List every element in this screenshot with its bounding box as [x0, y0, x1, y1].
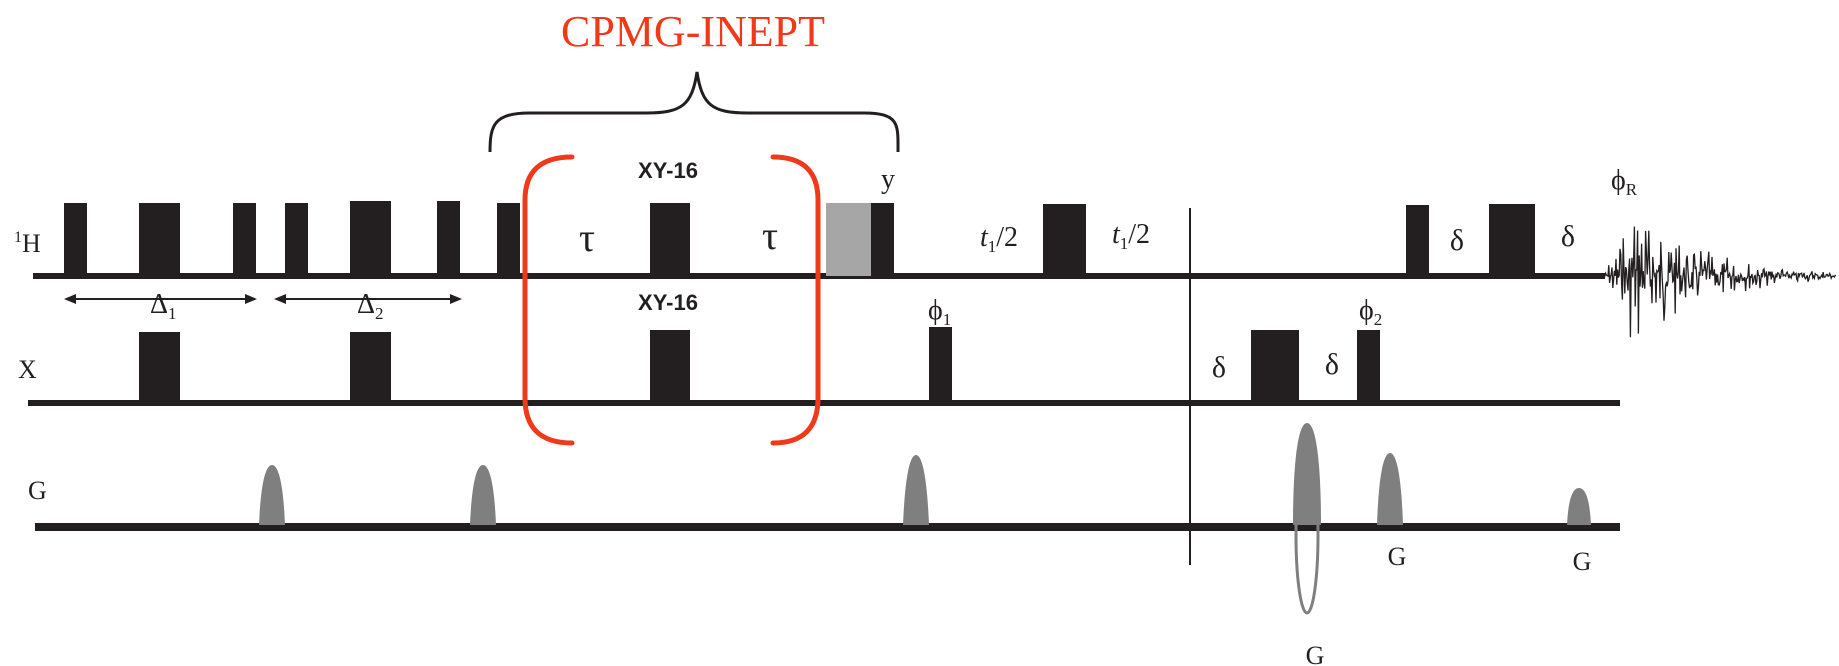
gradient-label-2: G [1388, 542, 1407, 571]
delta-label-x-2: δ [1325, 348, 1339, 381]
tau-label-2: τ [762, 213, 778, 258]
phase-phir-label: ϕR [1611, 165, 1638, 199]
gradient-label-1: G [1306, 641, 1325, 666]
x-pulse-90-phi2 [1357, 330, 1380, 403]
h-pulse-90-1 [64, 203, 87, 276]
gradient-pulse-2 [470, 465, 496, 525]
delta-label-h-1: δ [1450, 224, 1464, 257]
gradient-pulse-6 [1567, 488, 1591, 525]
x-pulse-xy16 [650, 330, 690, 403]
gradient-pulse-5 [1377, 453, 1403, 525]
phase-y-label: y [881, 164, 895, 195]
h-pulse-180-2 [350, 201, 391, 276]
h-pulse-90-y [871, 203, 894, 276]
x-pulse-180-2 [350, 332, 391, 403]
h-pulse-90-6 [1406, 205, 1429, 276]
h-pulse-90-2 [233, 203, 256, 276]
h-pulse-90-3 [285, 203, 308, 276]
gradient-pulse-3 [903, 455, 929, 525]
phase-phi1-label: ϕ1 [928, 295, 951, 329]
h-channel-label: 1H [14, 229, 41, 258]
delta-label-x-1: δ [1212, 351, 1226, 384]
gradient-pulse-4-negative [1294, 455, 1320, 615]
x-pulse-90-phi1 [929, 327, 952, 403]
h-pulse-180-3 [1489, 204, 1535, 276]
gradient-label-3: G [1573, 547, 1592, 576]
t1-half-label-1: t1/2 [980, 222, 1018, 256]
h-pulse-shaded [826, 203, 871, 276]
h-pulse-90-4 [437, 201, 460, 276]
delta2-label: Δ2 [357, 289, 384, 323]
gradient-pulse-4 [1293, 423, 1321, 525]
h-pulse-180-t1 [1043, 204, 1086, 276]
x-pulse-180-3 [1251, 330, 1299, 403]
t1-half-label-2: t1/2 [1112, 219, 1150, 253]
xy16-label-h: XY-16 [638, 158, 698, 183]
delta2-arrow [274, 294, 462, 304]
h-pulse-xy16 [650, 203, 690, 276]
sequence-block-title: CPMG-INEPT [561, 7, 825, 56]
delta1-arrow [64, 294, 257, 304]
g-channel-label: G [28, 476, 47, 505]
x-channel-label: X [18, 355, 37, 384]
delta1-label: Δ1 [150, 289, 177, 323]
gradient-pulse-1 [259, 465, 285, 525]
phase-phi2-label: ϕ2 [1359, 295, 1382, 329]
cpmg-bracket-right [770, 154, 821, 446]
fid-acquisition-signal [1603, 226, 1837, 338]
cpmg-inept-brace [488, 71, 900, 153]
x-pulse-180-1 [139, 332, 180, 403]
tau-label-1: τ [579, 215, 595, 260]
h-pulse-90-5 [497, 203, 520, 276]
h-pulse-180-1 [139, 203, 180, 276]
delta-label-h-2: δ [1561, 220, 1575, 253]
cpmg-bracket-left [522, 154, 575, 446]
xy16-label-x: XY-16 [638, 290, 698, 315]
